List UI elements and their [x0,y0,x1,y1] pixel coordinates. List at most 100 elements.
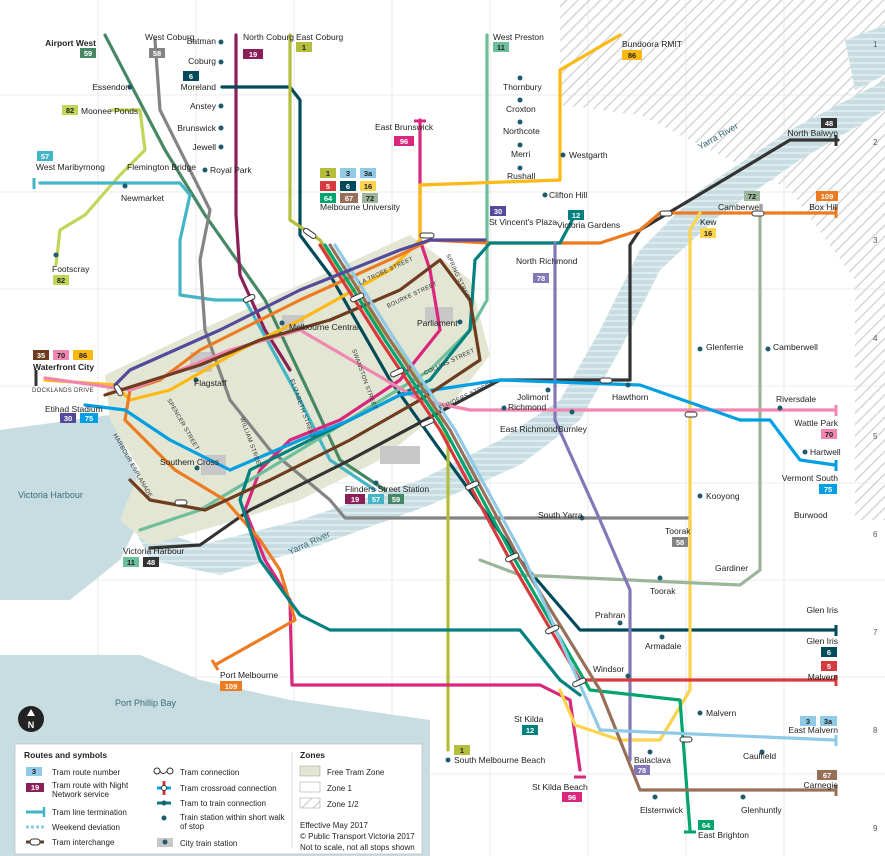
legend-routes-title: Routes and symbols [24,750,107,760]
svg-text:57: 57 [372,495,380,504]
legend-connection: Tram connection [180,768,239,777]
svg-text:30: 30 [64,414,72,423]
stop-moreland: Moreland [181,82,217,92]
stop-burwood: Burwood [794,510,828,520]
badge-72: 72 [744,191,760,201]
stop-east-brighton: East Brighton [698,830,749,840]
grid-number: 6 [873,530,878,539]
svg-text:5: 5 [326,182,330,191]
legend-zone12: Zone 1/2 [327,800,359,809]
svg-text:3: 3 [806,717,810,726]
badge-48: 48 [821,118,837,128]
route-64-line [323,243,692,832]
stop-balaclava: Balaclava [634,755,671,765]
badge-109: 109 [816,191,838,201]
svg-text:67: 67 [345,194,353,203]
badge-carnegie-67: 67 [817,770,837,780]
route-48-line [148,138,840,550]
svg-text:16: 16 [364,182,372,191]
badge-st-kilda-12: 12 [522,725,538,735]
badge-wattle-park-70: 70 [821,429,837,439]
svg-text:72: 72 [366,194,374,203]
svg-text:58: 58 [676,538,684,547]
svg-text:5: 5 [827,662,831,671]
legend-free-zone: Free Tram Zone [327,768,385,777]
stop-bundoora-rmit: Bundoora RMIT [622,39,682,49]
stop-wattle-park: Wattle Park [794,418,838,428]
svg-text:1: 1 [326,169,330,178]
victoria-harbour-badges: 11 48 [123,557,159,567]
legend-zone1: Zone 1 [327,784,352,793]
stop-west-preston: West Preston [493,32,544,42]
stop-airport-west: Airport West [45,38,96,48]
route-35-line [103,258,482,512]
badge-toorak-58: 58 [672,537,688,547]
legend-termination: Tram line termination [52,808,127,817]
flinders-badges: 19 57 59 [345,494,404,504]
svg-text:1: 1 [302,43,306,52]
stop-east-malvern: East Malvern [788,725,838,735]
grid-number: 5 [873,432,878,441]
svg-text:12: 12 [572,211,580,220]
stop-north-balwyn: North Balwyn [787,128,838,138]
stop-windsor: Windsor [593,664,624,674]
termination-bars [32,119,838,834]
melb-uni-badges: 1 3 3a 5 6 16 64 67 72 [320,168,378,203]
badge-58: 58 [149,48,165,58]
stop-st-vincents-plaza: St Vincent's Plaza [489,217,557,227]
victoria-harbour-water-label: Victoria Harbour [18,490,83,500]
stop-rushall: Rushall [507,171,535,181]
stop-northcote: Northcote [503,126,540,136]
legend-weekend: Weekend deviation [52,823,120,832]
grid-number: 1 [873,40,878,49]
badge-glen-iris-6: 6 [821,647,837,657]
stop-clifton-hill: Clifton Hill [549,190,587,200]
stop-kew: Kew [700,217,717,227]
svg-text:35: 35 [37,351,45,360]
legend-copyright: © Public Transport Victoria 2017 [300,832,415,841]
badge-12: 12 [568,210,584,220]
route-6-line [220,85,837,632]
stop-hartwell: Hartwell [810,447,841,457]
badge-6: 6 [183,71,199,81]
stop-prahran: Prahran [595,610,626,620]
stop-glen-iris-1: Glen Iris [806,605,838,615]
stop-jewell: Jewell [192,142,216,152]
route-badges: 59 82 57 82 58 6 19 1 96 11 86 48 109 72… [33,42,838,830]
svg-text:59: 59 [392,495,400,504]
legend-night-badge: 19 [31,783,39,792]
stop-elsternwick: Elsternwick [640,805,684,815]
stop-croxton: Croxton [506,104,536,114]
grid-numbers: 1 2 3 4 5 6 7 8 9 [873,40,878,833]
svg-text:75: 75 [824,485,832,494]
stop-box-hill: Box Hill [809,202,838,212]
stop-toorak-2: Toorak [650,586,676,596]
route-12-line [238,211,582,697]
badge-96: 96 [394,136,414,146]
stop-kooyong: Kooyong [706,491,740,501]
svg-text:59: 59 [84,49,92,58]
svg-text:70: 70 [825,430,833,439]
badge-16: 16 [700,228,716,238]
badge-59: 59 [80,48,96,58]
svg-text:57: 57 [41,152,49,161]
svg-text:N: N [28,720,35,730]
stop-malvern-1: Malvern [808,672,839,682]
stop-hawthorn: Hawthorn [612,392,649,402]
legend-city-train: City train station [180,839,237,848]
svg-text:30: 30 [494,207,502,216]
svg-text:64: 64 [702,821,711,830]
svg-text:11: 11 [127,558,135,567]
stop-victoria-harbour: Victoria Harbour [123,546,184,556]
svg-text:75: 75 [85,414,93,423]
stop-toorak-1: Toorak [665,526,691,536]
route-82-line [54,108,147,267]
svg-text:78: 78 [537,274,545,283]
svg-text:109: 109 [821,192,834,201]
stop-moonee-ponds: Moonee Ponds [81,106,138,116]
svg-text:3a: 3a [364,169,373,178]
stop-riversdale: Riversdale [776,394,816,404]
grid-number: 8 [873,726,878,735]
stop-jolimont: Jolimont [517,392,549,402]
